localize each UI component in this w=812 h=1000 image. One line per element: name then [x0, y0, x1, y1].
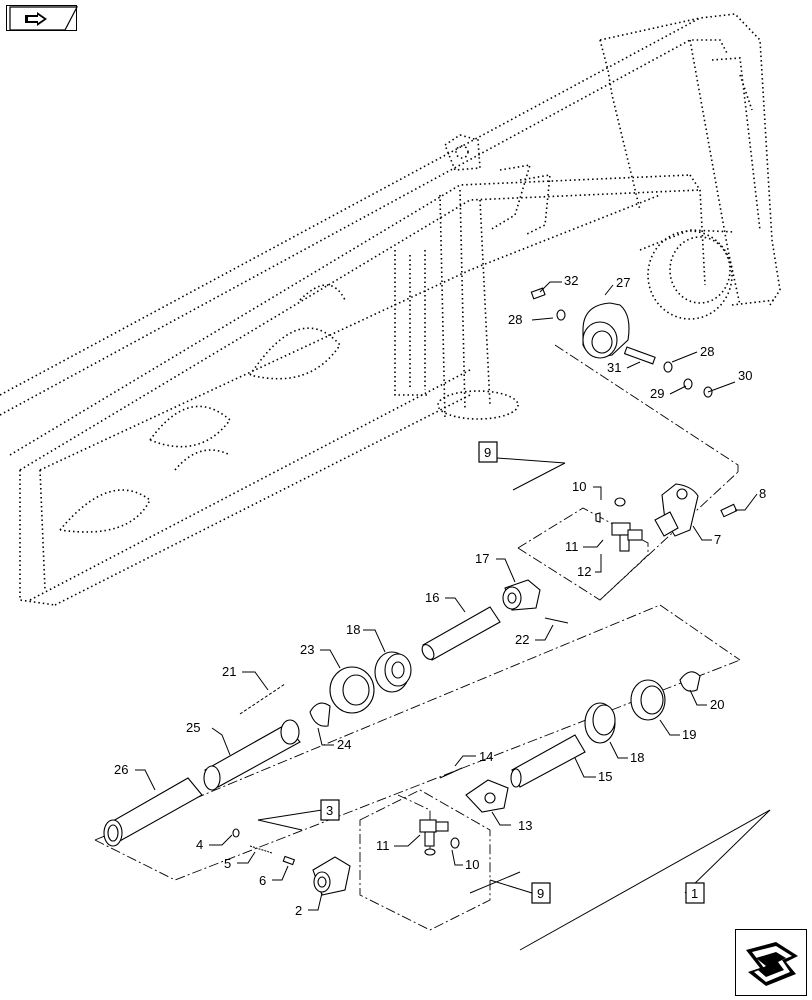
boxed-callout-1[interactable]: 1 [685, 882, 705, 904]
callout-18-lower: 18 [630, 750, 644, 765]
callout-18-upper: 18 [346, 622, 360, 637]
callout-labels: 1 2 4 5 6 7 8 10 10 11 11 12 13 14 15 16… [114, 273, 766, 918]
part-14-pin [439, 767, 463, 779]
callout-23: 23 [300, 642, 314, 657]
callout-28-left: 28 [508, 312, 522, 327]
callout-2: 2 [295, 903, 302, 918]
callout-29: 29 [650, 386, 664, 401]
part-2-yoke [312, 856, 351, 896]
svg-text:9: 9 [484, 445, 491, 460]
callout-26: 26 [114, 762, 128, 777]
callout-22: 22 [515, 632, 529, 647]
callout-27: 27 [616, 275, 630, 290]
callout-8: 8 [759, 486, 766, 501]
part-10-clip-upper [595, 497, 626, 523]
callout-7: 7 [714, 532, 721, 547]
part-31-pin [623, 346, 656, 365]
part-13-yoke [465, 779, 509, 813]
part-17-yoke [502, 579, 541, 611]
part-27-cover [582, 302, 630, 359]
callout-19: 19 [682, 727, 696, 742]
part-11-cross-lower [419, 819, 449, 847]
callout-12: 12 [577, 564, 591, 579]
next-page-button[interactable] [735, 929, 807, 996]
boxed-callouts: 9 3 9 1 [320, 441, 705, 904]
callout-leader-lines [135, 281, 771, 951]
callout-25: 25 [186, 720, 200, 735]
part-18-bearing-upper [374, 651, 412, 693]
part-26-guard-tube [103, 777, 203, 847]
part-4-ring [232, 828, 240, 838]
callout-5: 5 [224, 856, 231, 871]
part-20-clip [679, 671, 701, 692]
part-6-pin [282, 855, 296, 866]
part-22-pin [544, 617, 569, 624]
part-28-washer-b [663, 361, 673, 373]
callout-15: 15 [598, 769, 612, 784]
callout-20: 20 [710, 697, 724, 712]
callout-17: 17 [475, 551, 489, 566]
callout-21: 21 [222, 664, 236, 679]
svg-text:3: 3 [326, 803, 333, 818]
next-page-icon [746, 942, 798, 986]
header-frame-outline [0, 13, 781, 606]
callout-11-upper: 11 [565, 539, 579, 554]
boxed-callout-3[interactable]: 3 [320, 799, 340, 821]
part-8-bolt [720, 503, 738, 518]
part-29-washer [683, 378, 693, 390]
part-28-washer-a [556, 309, 566, 321]
boxed-callout-9-lower[interactable]: 9 [531, 882, 551, 904]
part-24-clip [309, 702, 331, 727]
svg-text:1: 1 [691, 886, 698, 901]
part-10-clip-lower [424, 837, 460, 856]
boxed-callout-9-upper[interactable]: 9 [478, 441, 498, 463]
svg-text:9: 9 [537, 886, 544, 901]
part-18-bearing-lower [584, 702, 616, 744]
callout-10-upper: 10 [572, 479, 586, 494]
part-7-yoke [654, 483, 699, 537]
part-23-shield-ring [329, 666, 375, 714]
part-19-shield-ring [630, 679, 666, 721]
callout-32: 32 [564, 273, 578, 288]
callout-11-lower: 11 [376, 838, 390, 853]
previous-page-button[interactable] [6, 5, 78, 31]
part-16-inner-tube [421, 606, 501, 661]
part-11-cross-upper [611, 522, 643, 552]
callout-30: 30 [738, 368, 752, 383]
part-15-inner-tube-lower [510, 734, 586, 788]
callout-4: 4 [196, 837, 203, 852]
callout-14: 14 [479, 749, 493, 764]
previous-page-icon [9, 6, 78, 31]
callout-13: 13 [518, 818, 532, 833]
callout-31: 31 [607, 360, 621, 375]
part-21-chain [239, 683, 286, 715]
callout-28-right: 28 [700, 344, 714, 359]
callout-10-lower: 10 [465, 857, 479, 872]
assembly-phantom-lines [94, 344, 741, 931]
part-5-spring [249, 845, 273, 854]
part-25-outer-tube [203, 719, 301, 791]
callout-24: 24 [337, 737, 351, 752]
callout-6: 6 [259, 873, 266, 888]
callout-16: 16 [425, 590, 439, 605]
